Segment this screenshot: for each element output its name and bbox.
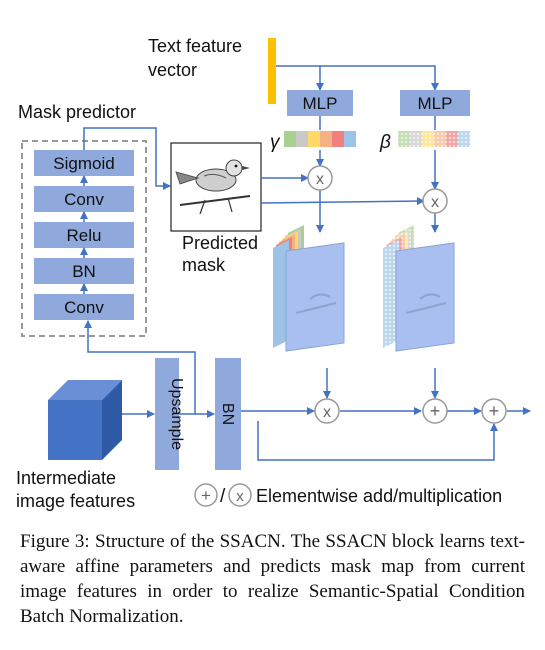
- text-to-mlp-arrows: [276, 65, 439, 91]
- relu-block: [34, 222, 134, 248]
- gamma-vector: [284, 131, 356, 147]
- beta-vector: [398, 131, 470, 147]
- beta-cell-pattern: [434, 131, 446, 147]
- beta-cell-pattern: [422, 131, 434, 147]
- legend-add-icon: [194, 483, 218, 507]
- mult-op-beta: [422, 188, 448, 214]
- beta-cell-pattern: [398, 131, 410, 147]
- upsample-label: Upsample: [168, 378, 185, 450]
- stack-to-op-arrows: [323, 368, 439, 399]
- mult-op-main-symbol: x: [323, 404, 331, 421]
- mlp-right-block: [400, 90, 470, 116]
- beta-cell-pattern: [446, 131, 458, 147]
- bn-small-label: BN: [72, 262, 96, 281]
- beta-stack-layer-pattern: [383, 240, 399, 348]
- mask-predictor-arrows: [80, 127, 171, 294]
- legend-mult-icon: [228, 483, 252, 507]
- intermediate-features-label-line2: image features: [16, 491, 135, 511]
- add-op-residual-symbol: +: [489, 401, 500, 421]
- bn-small-block: [34, 258, 134, 284]
- gamma-stack-map-shading: [295, 293, 337, 314]
- intermediate-features-cube: [48, 380, 122, 460]
- add-op-residual: [481, 398, 507, 424]
- legend-text: Elementwise add/multiplication: [256, 486, 502, 506]
- gamma-cell: [320, 131, 332, 147]
- mask-predictor-label: Mask predictor: [18, 102, 136, 122]
- add-op-beta-symbol: +: [430, 401, 441, 421]
- gamma-stack-front-map: [285, 242, 345, 352]
- mult-op-beta-symbol: x: [431, 194, 439, 211]
- beta-cell-pattern: [458, 131, 470, 147]
- gamma-symbol: γ: [270, 132, 281, 153]
- legend-add-symbol: +: [201, 486, 211, 505]
- intermediate-features-label-line1: Intermediate: [16, 468, 116, 488]
- beta-symbol: β: [379, 132, 391, 153]
- sigmoid-block: [34, 150, 134, 176]
- conv-bottom-block: [34, 294, 134, 320]
- sigmoid-label: Sigmoid: [53, 154, 114, 173]
- gamma-stack-layer: [273, 240, 289, 348]
- add-op-beta: [422, 398, 448, 424]
- relu-label: Relu: [67, 226, 102, 245]
- figure-caption: Figure 3: Structure of the SSACN. The SS…: [20, 531, 525, 627]
- gamma-cell: [308, 131, 320, 147]
- conv-top-block: [34, 186, 134, 212]
- legend-separator: /: [220, 486, 226, 507]
- gamma-feature-stack: [273, 225, 345, 352]
- bn-tall-label: BN: [219, 403, 236, 425]
- gamma-cell: [344, 131, 356, 147]
- beta-stack-front-map: [395, 242, 455, 352]
- predicted-mask-image: [170, 142, 262, 232]
- mult-op-gamma-symbol: x: [316, 171, 324, 188]
- bn-tall-block: [215, 358, 241, 470]
- conv-top-label: Conv: [64, 190, 104, 209]
- upsample-block: [155, 358, 179, 470]
- main-path-arrows: [84, 320, 531, 461]
- mlp-right-label: MLP: [418, 94, 453, 113]
- legend-mult-symbol: x: [236, 488, 244, 505]
- beta-stack-map-shading: [405, 293, 447, 314]
- mask-to-op-arrows: [260, 150, 439, 233]
- text-feature-bar: [268, 38, 276, 104]
- beta-feature-stack: [383, 225, 455, 352]
- gamma-cell: [296, 131, 308, 147]
- beta-cell-pattern: [410, 131, 422, 147]
- mult-op-gamma: [307, 165, 333, 191]
- gamma-cell: [332, 131, 344, 147]
- gamma-cell: [284, 131, 296, 147]
- mlp-left-label: MLP: [303, 94, 338, 113]
- mlp-left-block: [287, 90, 353, 116]
- conv-bottom-label: Conv: [64, 298, 104, 317]
- mult-op-main: [314, 398, 340, 424]
